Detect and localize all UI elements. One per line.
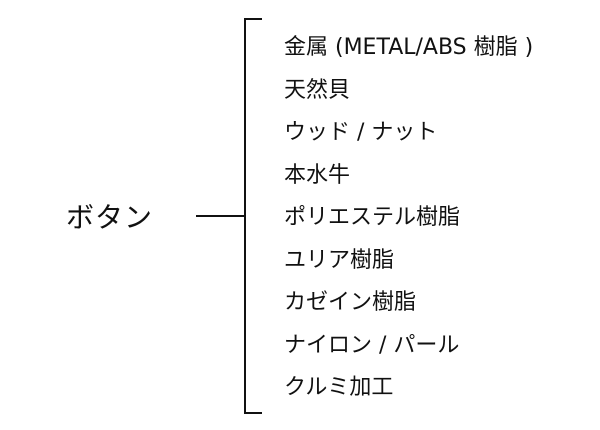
item-nylon-pearl: ナイロン / パール	[284, 332, 460, 358]
connector-line	[196, 215, 246, 217]
bracket	[244, 18, 262, 414]
item-metal: 金属 (METAL/ABS 樹脂 )	[284, 35, 534, 60]
item-polyester-resin: ポリエステル樹脂	[284, 205, 461, 230]
item-walnut-processed: クルミ加工	[284, 375, 394, 400]
items-list: 金属 (METAL/ABS 樹脂 ) 天然貝 ウッド / ナット 本水牛 ポリエ…	[284, 28, 533, 411]
item-casein-resin: カゼイン樹脂	[284, 290, 417, 315]
item-genuine-horn: 本水牛	[284, 162, 351, 188]
item-wood-nut: ウッド / ナット	[284, 120, 438, 145]
item-natural-shell: 天然貝	[284, 77, 351, 103]
item-urea-resin: ユリア樹脂	[284, 247, 395, 273]
root-label: ボタン	[66, 201, 154, 234]
